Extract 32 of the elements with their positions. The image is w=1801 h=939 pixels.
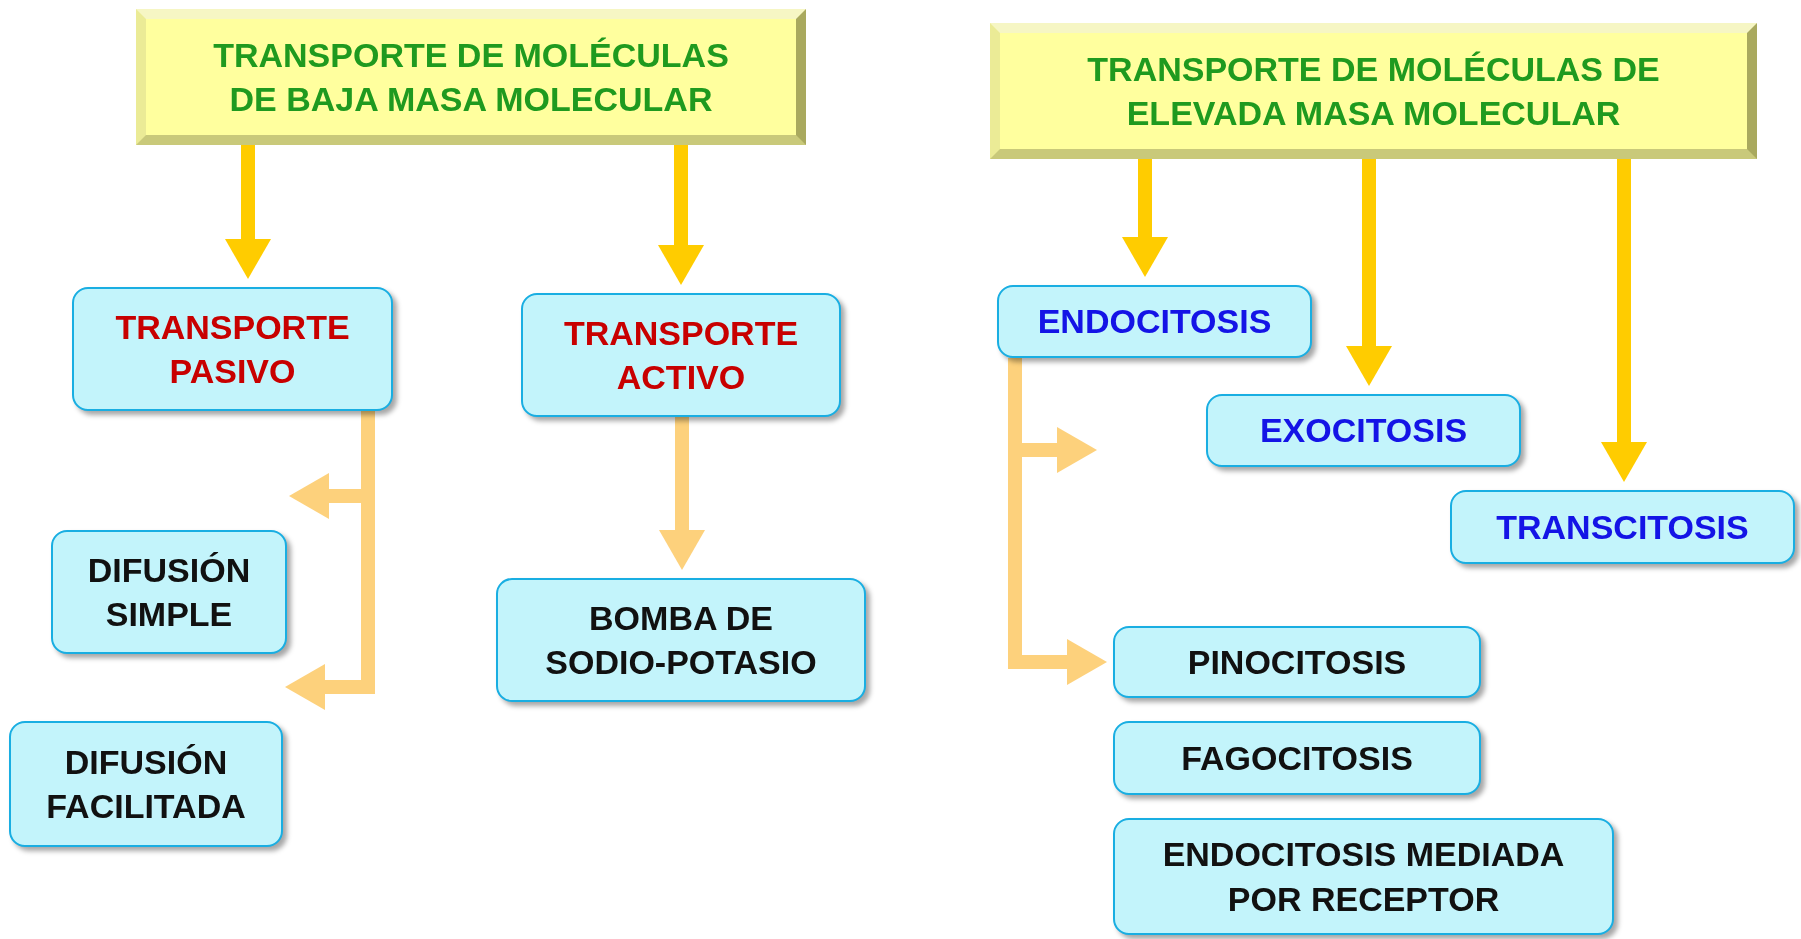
process-box <box>521 293 841 417</box>
process-box <box>997 285 1312 358</box>
process-box <box>9 721 283 847</box>
process-box <box>51 530 287 654</box>
node-text: EXOCITOSIS <box>1259 410 1468 452</box>
process-box <box>496 578 866 702</box>
node-text: BOMBA DE SODIO-POTASIO <box>544 597 818 683</box>
node-text: TRANSPORTE DE MOLÉCULAS DE BAJA MASA MOLECULAR <box>212 34 730 120</box>
node-text: TRANSPORTE DE MOLÉCULAS DE ELEVADA MASA MOLECULAR <box>1086 48 1661 134</box>
process-box <box>72 287 393 411</box>
arrow <box>225 145 271 279</box>
arrow <box>1601 159 1647 482</box>
title-box <box>136 9 806 145</box>
node-text: TRANSPORTE ACTIVO <box>562 312 800 398</box>
process-box <box>1113 818 1614 935</box>
node-text: ENDOCITOSIS <box>1037 301 1272 343</box>
node-text: ENDOCITOSIS MEDIADA POR RECEPTOR <box>1161 834 1566 920</box>
node-text: DIFUSIÓN SIMPLE <box>86 549 252 635</box>
process-box <box>1113 626 1481 698</box>
node-text: DIFUSIÓN FACILITADA <box>45 741 247 827</box>
process-box <box>1206 394 1521 467</box>
process-box <box>1450 490 1795 564</box>
arrow <box>1346 159 1392 386</box>
arrow <box>659 417 705 570</box>
title-box <box>990 23 1757 159</box>
node-text: TRANSPORTE PASIVO <box>114 306 351 392</box>
node-text: FAGOCITOSIS <box>1181 737 1413 779</box>
node-text: PINOCITOSIS <box>1187 641 1407 683</box>
arrow <box>1122 159 1168 277</box>
arrow <box>658 145 704 285</box>
process-box <box>1113 721 1481 795</box>
node-text: TRANSCITOSIS <box>1496 506 1749 548</box>
